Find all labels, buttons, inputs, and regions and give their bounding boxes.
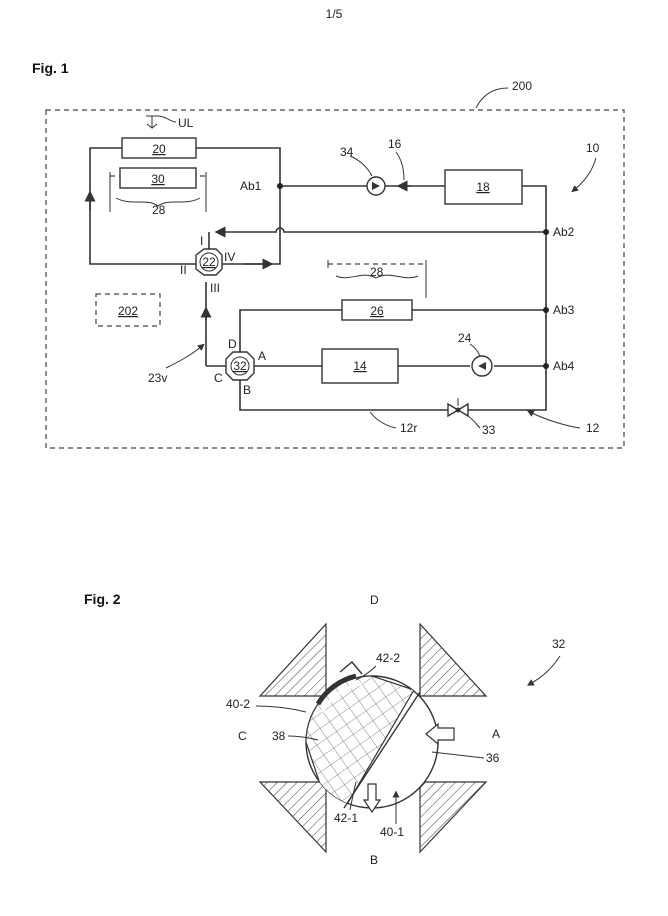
fig2-label-C: C (238, 729, 247, 743)
fig2-label-40-2: 40-2 (226, 697, 250, 711)
junction-ab1 (277, 183, 283, 189)
fig2-label-36: 36 (486, 751, 500, 765)
line-ab2-22 (220, 228, 546, 232)
label-ul: UL (178, 116, 194, 130)
figure-1: Fig. 1 200 10 Ab1 Ab2 Ab3 Ab4 (32, 60, 624, 448)
housing-top-left (260, 624, 326, 696)
fig2-label-32: 32 (552, 637, 566, 651)
leader-34 (350, 156, 372, 176)
label-port-II: II (180, 263, 187, 277)
fig2-label-A: A (492, 727, 500, 741)
housing-bottom-left (260, 782, 326, 852)
fig2-label-42-2: 42-2 (376, 651, 400, 665)
label-port-D: D (228, 337, 237, 351)
fig2-label-D: D (370, 593, 379, 607)
label-port-IV: IV (224, 250, 235, 264)
system-boundary-200 (46, 110, 624, 448)
valve-33-center (456, 408, 461, 413)
leader-200 (476, 88, 508, 108)
flow-arrow-up-icon (340, 662, 362, 674)
label-ab3: Ab3 (553, 303, 575, 317)
leader-24 (470, 344, 480, 356)
leader-10 (574, 158, 596, 190)
leader-23v (166, 346, 202, 368)
ul-arrow-icon (147, 116, 157, 128)
fig2-leader-36 (432, 752, 484, 758)
fig2-title: Fig. 2 (84, 591, 121, 607)
label-10: 10 (586, 141, 600, 155)
junction-ab2 (543, 229, 549, 235)
label-28-mid: 28 (370, 265, 384, 279)
label-26: 26 (370, 304, 384, 318)
label-ab1: Ab1 (240, 179, 262, 193)
label-port-A: A (258, 349, 266, 363)
label-24: 24 (458, 331, 472, 345)
label-16: 16 (388, 137, 402, 151)
label-12: 12 (586, 421, 600, 435)
junction-ab4 (543, 363, 549, 369)
label-14: 14 (353, 359, 367, 373)
label-33: 33 (482, 423, 496, 437)
label-18: 18 (476, 180, 490, 194)
fig2-label-B: B (370, 853, 378, 867)
loop-left (90, 148, 200, 264)
line-32D-26 (240, 310, 342, 354)
label-port-B: B (243, 383, 251, 397)
label-30: 30 (151, 172, 165, 186)
leader-33 (468, 416, 480, 428)
leader-12 (530, 412, 580, 428)
label-22: 22 (202, 255, 216, 269)
leader-12r (370, 412, 396, 428)
leader-16 (396, 152, 404, 180)
label-ab4: Ab4 (553, 359, 575, 373)
label-port-I: I (200, 234, 203, 248)
fig2-label-42-1: 42-1 (334, 811, 358, 825)
label-202: 202 (118, 304, 138, 318)
ul-leader (146, 116, 176, 122)
label-port-C: C (214, 371, 223, 385)
label-12r: 12r (400, 421, 417, 435)
label-20: 20 (152, 142, 166, 156)
fig2-leader-32 (530, 656, 560, 684)
junction-ab3 (543, 307, 549, 313)
label-ab2: Ab2 (553, 225, 575, 239)
label-32: 32 (233, 359, 247, 373)
right-loop-line (458, 186, 546, 410)
housing-top-right (420, 624, 486, 696)
label-28-top: 28 (152, 203, 166, 217)
fig2-label-38: 38 (272, 729, 286, 743)
label-23v: 23v (148, 371, 167, 385)
figure-2: Fig. 2 D 32 42-2 40-2 C 38 A 36 42-1 (84, 591, 566, 867)
label-34: 34 (340, 145, 354, 159)
fig1-title: Fig. 1 (32, 60, 69, 76)
housing-bottom-right (420, 782, 486, 852)
fig2-leader-40-2 (256, 706, 306, 712)
label-port-III: III (210, 281, 220, 295)
fig2-label-40-1: 40-1 (380, 825, 404, 839)
label-200: 200 (512, 79, 532, 93)
page-number: 1/5 (326, 7, 343, 21)
